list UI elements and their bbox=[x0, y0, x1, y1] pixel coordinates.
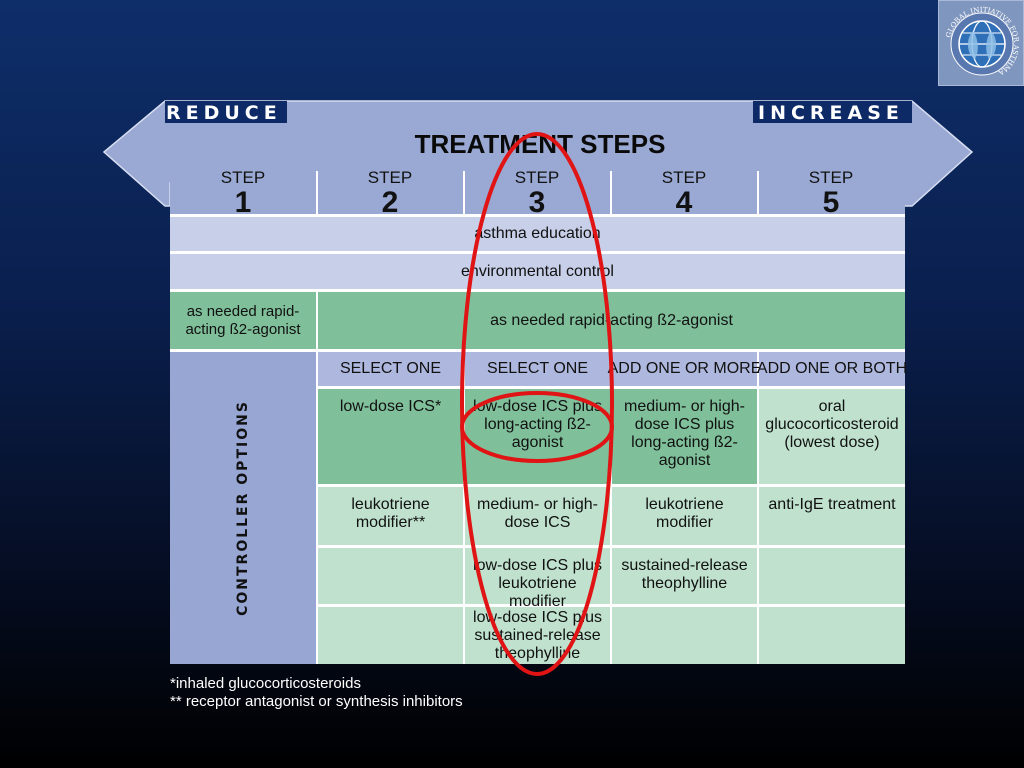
reliever-steps-text: as needed rapid-acting ß2-agonist bbox=[490, 311, 733, 329]
step-divider bbox=[463, 171, 465, 215]
option-cell: sustained-release theophylline bbox=[612, 548, 757, 604]
reliever-step1-cell: as needed rapid-acting ß2-agonist bbox=[170, 292, 316, 349]
treatment-steps-title: TREATMENT STEPS bbox=[414, 129, 666, 159]
option-text: low-dose ICS plus leukotriene modifier bbox=[473, 557, 602, 610]
step-4-header: STEP 4 bbox=[611, 168, 757, 218]
step-1-header: STEP 1 bbox=[170, 168, 316, 218]
step-5-header: STEP 5 bbox=[758, 168, 904, 218]
step-3-header: STEP 3 bbox=[464, 168, 610, 218]
option-text: medium- or high-dose ICS bbox=[477, 496, 598, 531]
select-header-text: ADD ONE OR MORE bbox=[607, 360, 762, 377]
step-number: 1 bbox=[234, 186, 252, 219]
select-header-text: SELECT ONE bbox=[339, 360, 442, 377]
step-divider bbox=[757, 171, 759, 215]
empty-option-cell bbox=[318, 607, 463, 664]
step-2-header: STEP 2 bbox=[317, 168, 463, 218]
step4-select-header: ADD ONE OR MORE bbox=[608, 352, 761, 386]
footnote-ics: *inhaled glucocorticosteroids bbox=[170, 675, 361, 692]
option-text: low-dose ICS plus sustained-release theo… bbox=[473, 609, 602, 662]
option-cell: oral glucocorticosteroid (lowest dose) bbox=[759, 389, 905, 484]
controller-options-column bbox=[170, 352, 316, 664]
step-divider bbox=[610, 171, 612, 215]
option-text: leukotriene modifier bbox=[645, 496, 724, 531]
step-word: STEP bbox=[808, 168, 854, 187]
step5-select-header: ADD ONE OR BOTH bbox=[756, 352, 908, 386]
asthma-education-row: asthma education bbox=[170, 217, 905, 251]
step-divider bbox=[316, 171, 318, 215]
empty-option-cell bbox=[612, 607, 757, 664]
reliever-step1-text: as needed rapid-acting ß2-agonist bbox=[185, 302, 301, 338]
option-text: leukotriene modifier** bbox=[351, 496, 430, 531]
option-cell: leukotriene modifier bbox=[612, 487, 757, 545]
option-cell: low-dose ICS plus long-acting ß2-agonist bbox=[465, 389, 610, 484]
controller-options-text: CONTROLLER OPTIONS bbox=[235, 400, 251, 616]
option-text: low-dose ICS plus long-acting ß2-agonist bbox=[473, 398, 602, 451]
select-header-text: ADD ONE OR BOTH bbox=[756, 360, 908, 377]
step-word: STEP bbox=[220, 168, 266, 187]
option-cell: medium- or high-dose ICS bbox=[465, 487, 610, 545]
option-text: medium- or high-dose ICS plus long-actin… bbox=[624, 398, 745, 469]
option-cell: anti-IgE treatment bbox=[759, 487, 905, 545]
option-text: anti-IgE treatment bbox=[768, 496, 896, 513]
step-number: 4 bbox=[675, 186, 693, 219]
asthma-education-text: asthma education bbox=[474, 225, 601, 242]
step-word: STEP bbox=[661, 168, 707, 187]
controller-options-label: CONTROLLER OPTIONS bbox=[170, 352, 316, 664]
step2-select-header: SELECT ONE bbox=[318, 352, 463, 386]
environmental-control-row: environmental control bbox=[170, 254, 905, 289]
option-cell: low-dose ICS* bbox=[318, 389, 463, 484]
step-number: 2 bbox=[381, 186, 399, 219]
option-text: oral glucocorticosteroid (lowest dose) bbox=[765, 398, 899, 451]
select-header-text: SELECT ONE bbox=[486, 360, 589, 377]
option-cell: low-dose ICS plus leukotriene modifier bbox=[465, 548, 610, 610]
footnote-receptor: ** receptor antagonist or synthesis inhi… bbox=[170, 693, 463, 710]
environmental-control-text: environmental control bbox=[461, 262, 614, 280]
increase-label: INCREASE bbox=[758, 102, 904, 124]
reliever-steps-cell: as needed rapid-acting ß2-agonist bbox=[318, 292, 905, 349]
gina-logo: GLOBAL INITIATIVE FOR ASTHMA bbox=[938, 0, 1024, 86]
empty-option-cell bbox=[318, 548, 463, 604]
option-text: low-dose ICS* bbox=[339, 398, 442, 415]
step-word: STEP bbox=[367, 168, 413, 187]
option-cell: medium- or high-dose ICS plus long-actin… bbox=[612, 389, 757, 484]
option-cell: leukotriene modifier** bbox=[318, 487, 463, 545]
step-word: STEP bbox=[514, 168, 560, 187]
globe-icon: GLOBAL INITIATIVE FOR ASTHMA bbox=[945, 6, 1020, 77]
empty-option-cell bbox=[759, 607, 905, 664]
empty-option-cell bbox=[759, 548, 905, 604]
step-number: 5 bbox=[822, 186, 840, 219]
option-text: sustained-release theophylline bbox=[621, 557, 748, 592]
reduce-label: REDUCE bbox=[166, 102, 282, 124]
option-cell: low-dose ICS plus sustained-release theo… bbox=[465, 607, 610, 664]
step3-select-header: SELECT ONE bbox=[465, 352, 610, 386]
